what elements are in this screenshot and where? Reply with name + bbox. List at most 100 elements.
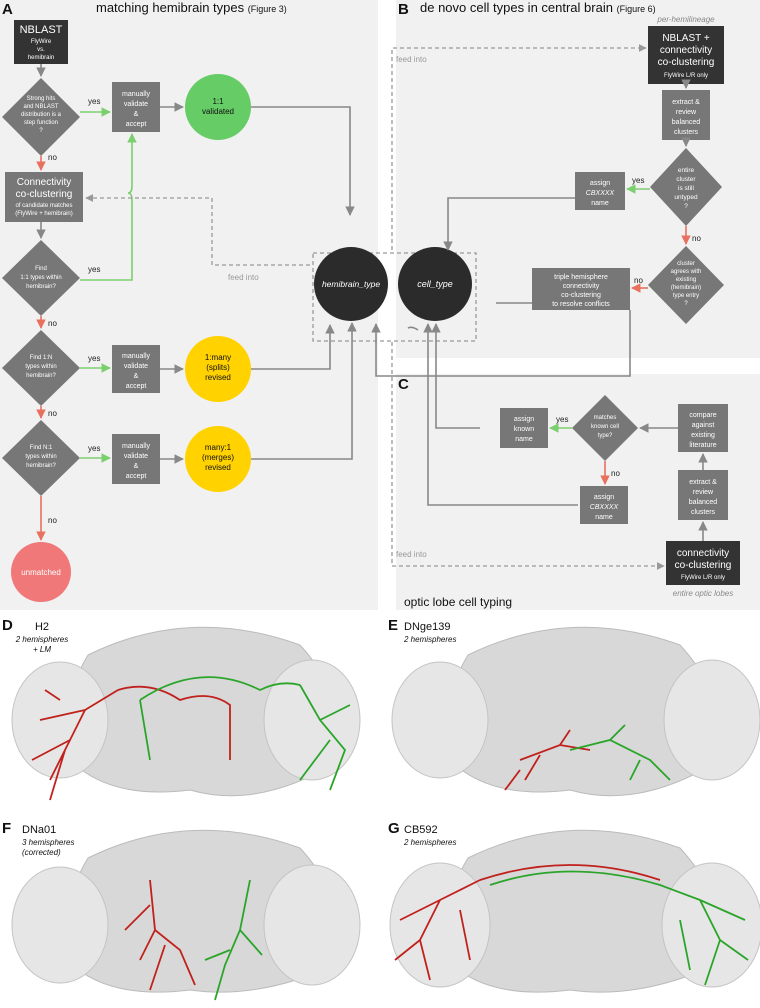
- diamond-agrees-existing: cluster agrees with existing (hemibrain)…: [648, 246, 724, 324]
- svg-text:hemibrain_type: hemibrain_type: [322, 279, 380, 289]
- svg-text:accept: accept: [126, 121, 147, 128]
- cell-type-circle: cell_type: [398, 247, 472, 321]
- svg-text:matches: matches: [594, 415, 617, 421]
- feed-into-dashed-c: [391, 342, 665, 570]
- svg-text:balanced: balanced: [672, 119, 701, 126]
- svg-text:many:1: many:1: [205, 443, 232, 452]
- diamond-known-cell-type: matches known cell type?: [572, 395, 638, 461]
- svg-text:co-clustering: co-clustering: [16, 189, 73, 200]
- dna01-neuron-red: [124, 879, 196, 991]
- result-1-many-splits: 1:many (splits) revised: [185, 336, 251, 402]
- assign-cbxxxx-box-b: assign CBXXXX name: [575, 172, 625, 210]
- svg-text:connectivity: connectivity: [660, 45, 712, 56]
- svg-text:name: name: [591, 200, 609, 207]
- no-label-2: no: [48, 319, 57, 328]
- nblast-connectivity-box: NBLAST + connectivity co-clustering FlyW…: [648, 26, 724, 84]
- svg-text:validate: validate: [124, 453, 148, 460]
- svg-text:?: ?: [684, 203, 688, 210]
- svg-text:co-clustering: co-clustering: [675, 560, 732, 571]
- yes-label-3: yes: [88, 354, 100, 363]
- center-dashed-box: [312, 252, 477, 342]
- validate-box-1: manually validate & accept: [112, 82, 160, 132]
- center-arrows: [251, 197, 631, 506]
- feed-into-label-b: feed into: [396, 55, 427, 64]
- entire-optic-lobes-label: entire optic lobes: [673, 589, 733, 598]
- brain-panel-e: E DNge139 2 hemispheres: [388, 617, 760, 797]
- panel-d-desc2: + LM: [33, 645, 51, 654]
- svg-text:name: name: [515, 436, 533, 443]
- svg-text:balanced: balanced: [689, 499, 718, 506]
- svg-text:validate: validate: [124, 363, 148, 370]
- svg-text:Find 1:N: Find 1:N: [30, 355, 53, 361]
- yes-label-2: yes: [88, 265, 100, 274]
- svg-text:Find: Find: [35, 266, 47, 272]
- svg-text:known cell: known cell: [591, 424, 619, 430]
- svg-text:clusters: clusters: [674, 129, 699, 136]
- svg-text:extract &: extract &: [672, 99, 700, 106]
- svg-text:&: &: [134, 373, 139, 380]
- svg-text:validated: validated: [202, 107, 234, 116]
- connectivity-box-c: connectivity co-clustering FlyWire L/R o…: [666, 541, 740, 585]
- hemibrain-type-circle: hemibrain_type: [314, 247, 388, 321]
- cb592-neuron-green: [489, 870, 749, 986]
- svg-text:FlyWire L/R only: FlyWire L/R only: [664, 73, 708, 79]
- svg-text:Find N:1: Find N:1: [30, 445, 53, 451]
- panel-b-title: de novo cell types in central brain (Fig…: [420, 0, 656, 15]
- diamond-find-1-n: Find 1:N types within hemibrain?: [2, 330, 80, 406]
- svg-text:connectivity: connectivity: [563, 283, 600, 290]
- svg-text:and NBLAST: and NBLAST: [23, 104, 58, 110]
- svg-text:CBXXXX: CBXXXX: [586, 190, 615, 197]
- svg-text:hemibrain?: hemibrain?: [26, 284, 56, 290]
- svg-text:NBLAST: NBLAST: [20, 24, 63, 36]
- svg-text:cell_type: cell_type: [417, 279, 453, 289]
- svg-text:accept: accept: [126, 473, 147, 480]
- svg-text:agrees with: agrees with: [671, 269, 702, 275]
- svg-text:Connectivity: Connectivity: [17, 177, 71, 188]
- no-label-1: no: [48, 153, 57, 162]
- svg-text:entire: entire: [678, 167, 695, 174]
- svg-text:FlyWire L/R only: FlyWire L/R only: [681, 575, 725, 581]
- svg-text:vs.: vs.: [37, 47, 45, 53]
- svg-text:connectivity: connectivity: [677, 548, 729, 559]
- compare-literature-box: compare against existing literature: [678, 404, 728, 452]
- dna01-neuron-green: [204, 879, 263, 1001]
- h2-neuron-red: [31, 685, 231, 801]
- svg-text:review: review: [693, 489, 714, 496]
- svg-text:types within: types within: [25, 454, 56, 460]
- svg-text:assign: assign: [594, 494, 614, 501]
- diamond-untyped: entire cluster is still untyped ?: [650, 148, 722, 226]
- svg-text:cluster: cluster: [676, 176, 696, 183]
- panel-e-letter: E: [388, 617, 398, 634]
- svg-text:1:1: 1:1: [212, 97, 224, 106]
- svg-text:hemibrain: hemibrain: [28, 55, 54, 61]
- svg-text:NBLAST +: NBLAST +: [662, 33, 709, 44]
- panel-d-name: H2: [35, 621, 49, 633]
- panel-c-letter: C: [398, 376, 409, 393]
- svg-text:validate: validate: [124, 101, 148, 108]
- panel-b-letter: B: [398, 1, 409, 18]
- panel-e-name: DNge139: [404, 621, 450, 633]
- no-label-b2: no: [634, 276, 643, 285]
- svg-text:assign: assign: [514, 416, 534, 423]
- svg-text:distribution is a: distribution is a: [21, 112, 62, 118]
- svg-text:manually: manually: [122, 443, 151, 450]
- svg-text:(splits): (splits): [206, 363, 230, 372]
- svg-text:clusters: clusters: [691, 509, 716, 516]
- svg-text:CBXXXX: CBXXXX: [590, 504, 619, 511]
- panel-f-letter: F: [2, 820, 11, 837]
- svg-text:co-clustering: co-clustering: [561, 292, 601, 299]
- panel-c-arrows: [549, 423, 708, 541]
- brain-panel-d: D H2 2 hemispheres + LM: [2, 617, 361, 801]
- svg-text:manually: manually: [122, 91, 151, 98]
- svg-text:(FlyWire + hemibrain): (FlyWire + hemibrain): [15, 211, 73, 217]
- svg-text:assign: assign: [590, 180, 610, 187]
- svg-text:cluster: cluster: [677, 261, 695, 267]
- panel-a-title: matching hemibrain types (Figure 3): [96, 0, 287, 15]
- svg-text:?: ?: [684, 301, 688, 307]
- h2-neuron-green: [139, 676, 351, 791]
- svg-text:?: ?: [39, 128, 43, 134]
- svg-text:unmatched: unmatched: [21, 568, 61, 577]
- panel-e-desc1: 2 hemispheres: [403, 635, 456, 644]
- svg-text:co-clustering: co-clustering: [658, 57, 715, 68]
